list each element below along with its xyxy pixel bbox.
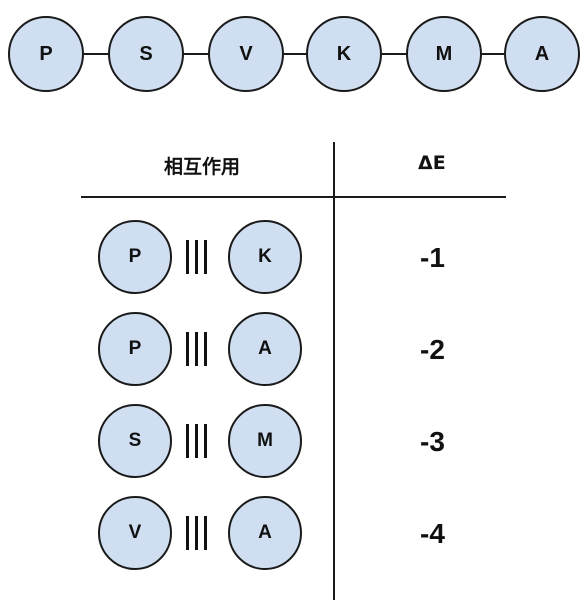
chain-bond bbox=[382, 53, 410, 55]
pair-right-node: A bbox=[228, 496, 302, 570]
delta-e-value: -4 bbox=[420, 518, 445, 549]
interaction-bars bbox=[186, 516, 207, 550]
delta-e-value: -1 bbox=[420, 242, 445, 273]
delta-e-value: -2 bbox=[420, 334, 445, 365]
chain-node: A bbox=[504, 16, 580, 92]
chain-node: V bbox=[208, 16, 284, 92]
pair-left-node: P bbox=[98, 220, 172, 294]
pair-left-node: S bbox=[98, 404, 172, 478]
header-interaction: 相互作用 bbox=[164, 156, 241, 178]
pair-right-node: M bbox=[228, 404, 302, 478]
interaction-bars bbox=[186, 332, 207, 366]
delta-e-value: -3 bbox=[420, 426, 445, 457]
pair-right-node: A bbox=[228, 312, 302, 386]
chain-bond bbox=[282, 53, 310, 55]
chain-node: K bbox=[306, 16, 382, 92]
chain-bond bbox=[182, 53, 210, 55]
pair-left-node: P bbox=[98, 312, 172, 386]
chain-node: P bbox=[8, 16, 84, 92]
chain-bond bbox=[482, 53, 510, 55]
chain-node: M bbox=[406, 16, 482, 92]
interaction-bars bbox=[186, 424, 207, 458]
header-delta-e: ΔE bbox=[418, 152, 446, 174]
table-vertical-divider bbox=[333, 142, 335, 600]
chain-bond bbox=[82, 53, 110, 55]
pair-left-node: V bbox=[98, 496, 172, 570]
chain-node: S bbox=[108, 16, 184, 92]
table-horizontal-divider bbox=[81, 196, 506, 198]
pair-right-node: K bbox=[228, 220, 302, 294]
interaction-bars bbox=[186, 240, 207, 274]
